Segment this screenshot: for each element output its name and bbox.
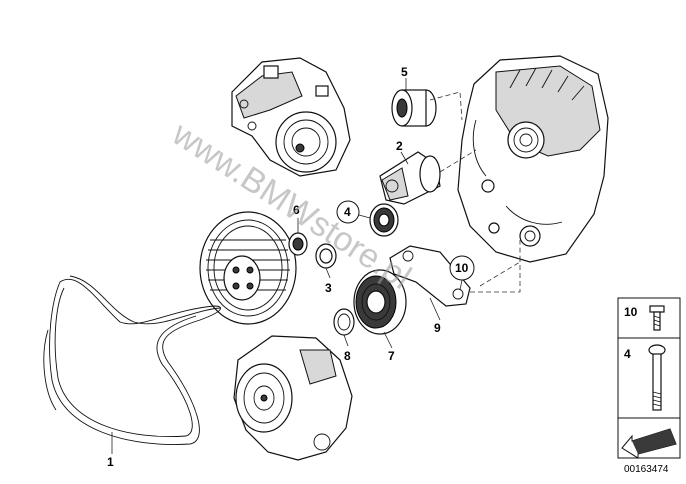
callout-5[interactable]: 5: [401, 65, 408, 79]
callout-3[interactable]: 3: [325, 281, 332, 295]
callout-circle: [336, 200, 360, 224]
deflection-pulley-icon: [353, 269, 407, 335]
svg-text:5: 5: [401, 65, 408, 79]
callout-circle: [449, 255, 475, 281]
document-number: 00163474: [624, 464, 669, 475]
legend-item-4[interactable]: 4: [624, 344, 666, 411]
callout-8[interactable]: 8: [344, 349, 351, 363]
svg-text:9: 9: [434, 321, 441, 335]
belt-tensioner-icon: [379, 151, 441, 205]
svg-text:2: 2: [396, 139, 403, 153]
water-pump-icon: [231, 57, 351, 177]
callout-10[interactable]: 10: [449, 255, 475, 281]
direction-arrow-icon: [621, 428, 677, 459]
svg-text:3: 3: [325, 281, 332, 295]
ribbed-belt-icon: [43, 275, 222, 445]
callout-4[interactable]: 4: [336, 200, 360, 224]
svg-text:8: 8: [344, 349, 351, 363]
svg-text:4: 4: [624, 347, 631, 361]
alternator-icon: [457, 55, 609, 263]
callout-9[interactable]: 9: [434, 321, 441, 335]
callout-7[interactable]: 7: [388, 349, 395, 363]
callout-2[interactable]: 2: [396, 139, 403, 153]
pulley-bracket-icon: [389, 245, 521, 307]
idler-pulley-icon: [391, 89, 437, 127]
svg-text:4: 4: [344, 205, 351, 219]
long-bolt-icon: [648, 344, 666, 411]
svg-text:1: 1: [107, 455, 114, 469]
cover-ring-icon: [315, 243, 337, 269]
legend-panel: 10 4: [617, 297, 681, 459]
callout-1[interactable]: 1: [107, 455, 114, 469]
flange-bolt-icon: [649, 305, 665, 331]
svg-text:10: 10: [624, 305, 638, 319]
tensioner-pulley-icon: [369, 203, 399, 237]
svg-text:6: 6: [293, 203, 300, 217]
assembly-line: [439, 149, 477, 173]
assembly-line: [429, 91, 463, 121]
power-steering-pump-icon: [233, 335, 353, 461]
callout-6[interactable]: 6: [293, 203, 300, 217]
legend-item-10[interactable]: 10: [624, 305, 665, 331]
svg-text:7: 7: [388, 349, 395, 363]
svg-text:10: 10: [455, 261, 469, 275]
pulley-cap-icon: [333, 308, 355, 336]
dust-cap-icon: [288, 232, 308, 256]
vibration-damper-icon: [199, 211, 297, 325]
